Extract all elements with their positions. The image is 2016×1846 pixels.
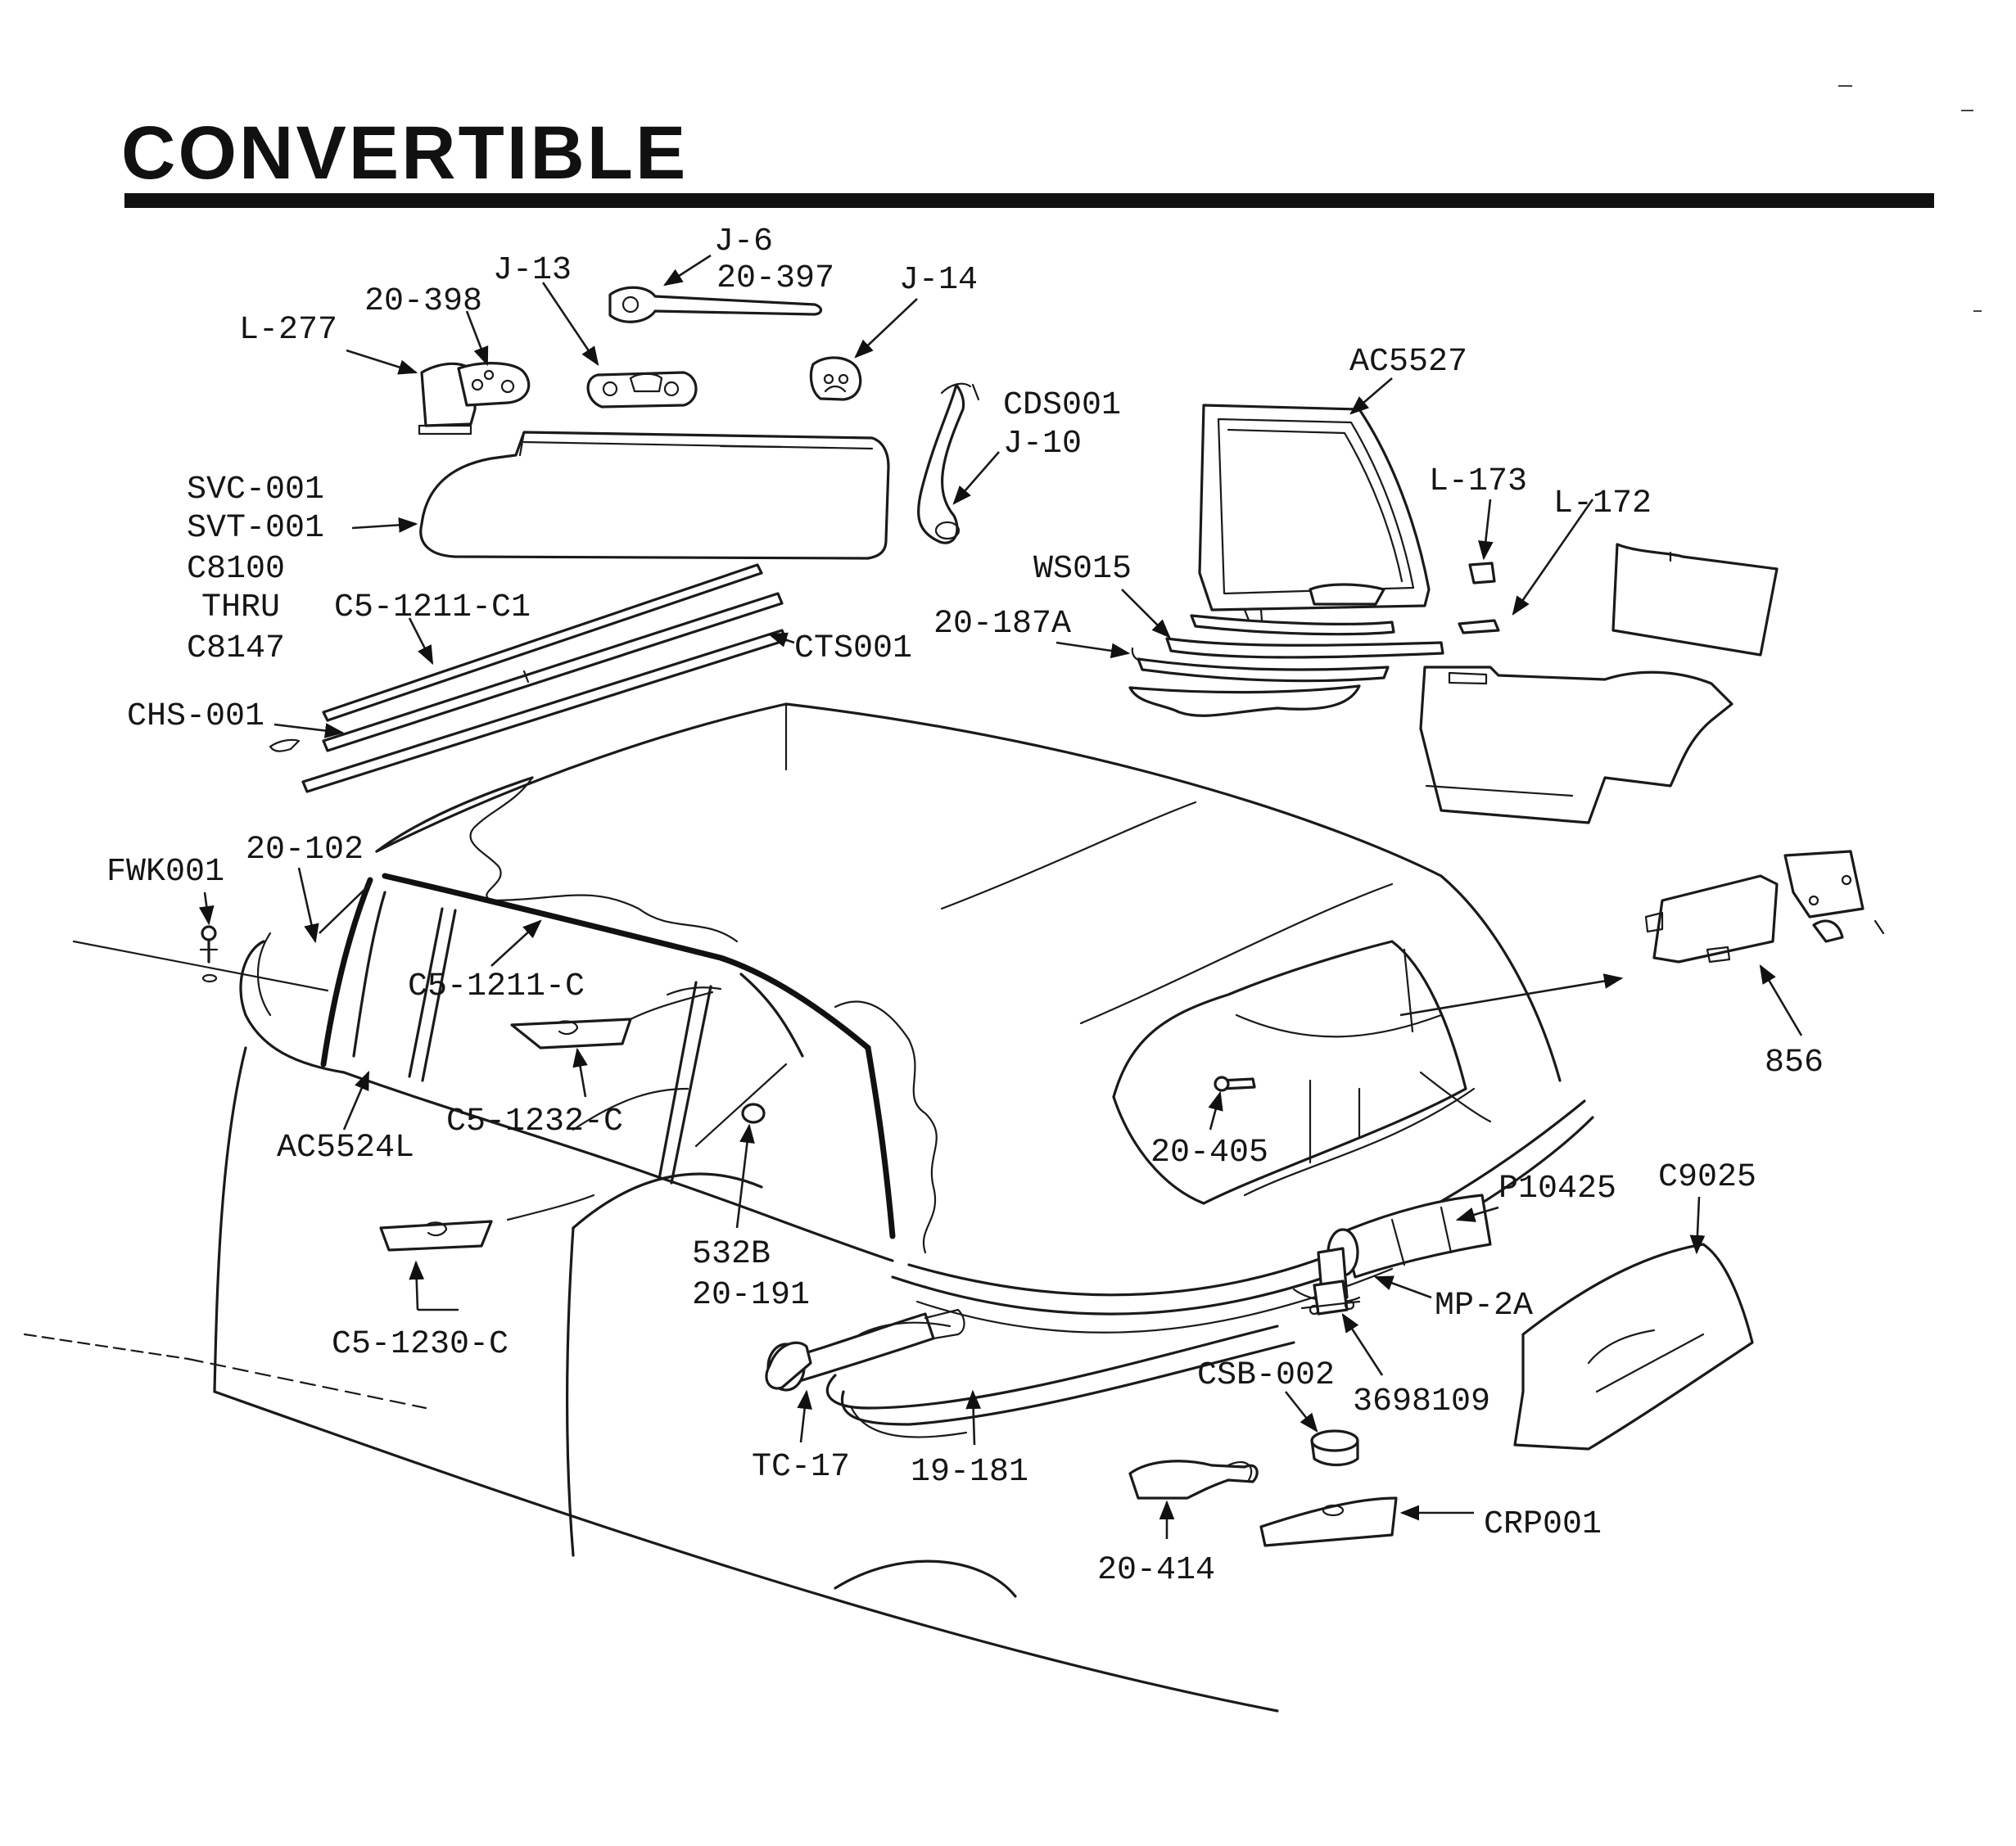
label-20-405: 20-405 [1150,1135,1268,1171]
part-c9025 [1513,1243,1754,1451]
label-cts001: CTS001 [794,630,912,667]
part-j-14 [809,356,862,401]
convertible-top [320,702,1594,1438]
label-532b: 532B [692,1236,771,1273]
label-l-173: L-173 [1429,463,1527,500]
label-p10425: P10425 [1498,1171,1616,1207]
label-c5-1211-c: C5-1211-C [408,968,585,1005]
label-20-398: 20-398 [364,283,482,320]
part-cds001 [916,382,980,544]
part-csb-002 [1310,1429,1359,1467]
car-body [23,932,1279,1713]
label-20-414: 20-414 [1097,1552,1215,1589]
part-20-414 [1128,1460,1259,1500]
part-tc-17 [765,1341,812,1390]
part-crp001 [1259,1496,1398,1547]
part-l-172 [1458,619,1500,634]
leader-lines [198,254,1803,1539]
label-svc-001: SVC-001 [187,472,324,508]
label-20-102: 20-102 [246,832,364,869]
label-j-10: J-10 [1003,426,1082,463]
part-labels: L-277 20-398 J-13 J-6 20-397 J-14 CDS001… [106,223,1824,1589]
label-856: 856 [1765,1045,1824,1081]
part-mp-2a [1300,1280,1361,1316]
label-tc-17: TC-17 [752,1449,850,1486]
part-ac5527 [1198,404,1431,632]
label-20-187a: 20-187A [933,606,1071,643]
part-j-13 [586,371,698,408]
header: CONVERTIBLE [121,85,1982,312]
part-20-405 [1214,1076,1256,1092]
label-thru: THRU [201,589,280,626]
part-532b [741,1103,766,1124]
part-header-weatherstrips [269,563,788,793]
part-856-bracket [1644,850,1885,964]
part-j-6 [608,286,823,323]
label-l-277: L-277 [239,312,337,349]
label-csb-002: CSB-002 [1197,1357,1335,1394]
label-fwk001: FWK001 [106,854,224,891]
label-c9025: C9025 [1658,1159,1756,1196]
label-c8100: C8100 [187,551,285,588]
label-j-14: J-14 [899,262,978,299]
label-20-397: 20-397 [716,260,834,297]
label-svt-001: SVT-001 [187,510,324,547]
label-j-13: J-13 [493,252,572,289]
page-title: CONVERTIBLE [121,111,688,195]
label-crp001: CRP001 [1484,1506,1602,1543]
part-c5-1232-c [510,986,722,1049]
label-c5-1211-c1: C5-1211-C1 [334,589,531,626]
part-c5-1230-c [379,1194,595,1252]
part-quarter-trim [1419,543,1779,824]
label-chs-001: CHS-001 [127,698,264,735]
label-c8147: C8147 [187,630,285,667]
label-j-6: J-6 [714,223,773,260]
label-ws015: WS015 [1033,551,1132,588]
label-c5-1232-c: C5-1232-C [446,1104,623,1140]
part-fwk001 [199,925,219,983]
label-ac5527: AC5527 [1349,344,1467,381]
part-sun-visor [419,431,890,560]
part-20-398 [457,362,531,407]
label-c5-1230-c: C5-1230-C [332,1326,509,1363]
label-3698109: 3698109 [1353,1383,1490,1420]
label-l-172: L-172 [1553,485,1652,522]
label-19-181: 19-181 [911,1454,1028,1491]
part-ws015 [1128,614,1444,717]
title-rule [124,193,1934,208]
label-cds001: CDS001 [1003,387,1121,424]
label-ac5524l: AC5524L [277,1130,414,1167]
label-20-191: 20-191 [692,1277,810,1314]
part-l-173 [1468,562,1496,584]
label-mp-2a: MP-2A [1435,1288,1533,1325]
